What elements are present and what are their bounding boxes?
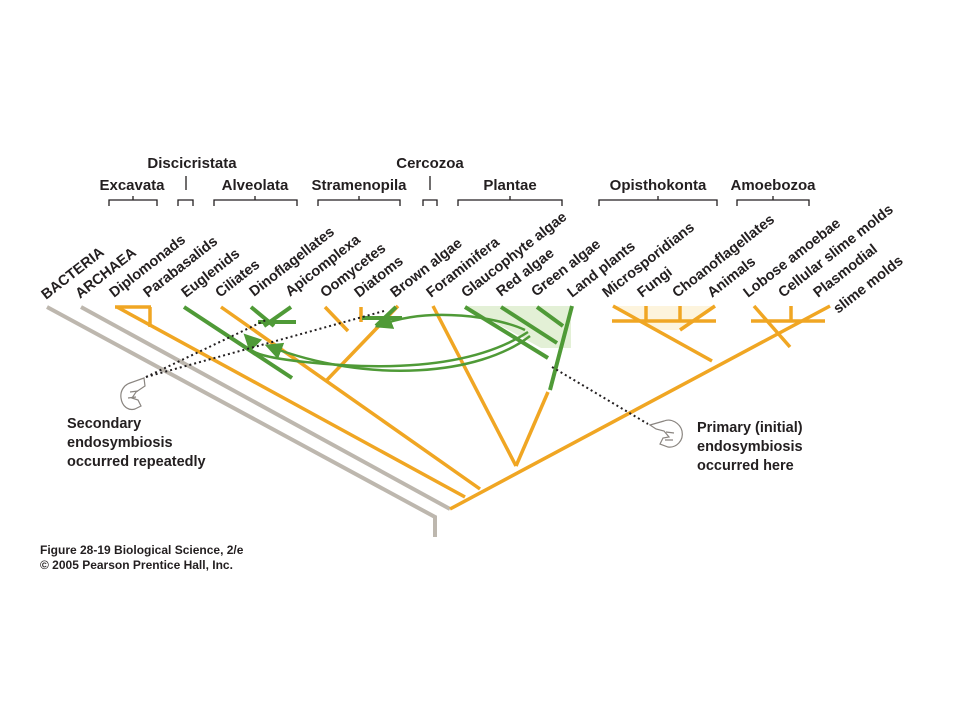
group-label-discicristata: Discicristata <box>147 155 237 172</box>
euglenid-branch <box>182 305 294 380</box>
plantae-stem <box>514 391 550 467</box>
orange-lineages <box>115 304 831 511</box>
figure-caption: Figure 28-19 Biological Science, 2/e © 2… <box>40 543 244 572</box>
pointer-lines <box>145 310 649 425</box>
endosymbiosis-arrows <box>243 312 531 372</box>
bracket-discicristata <box>177 199 194 206</box>
oomycete-branch <box>323 305 350 333</box>
foraminifera-branch <box>431 305 518 467</box>
group-label-cercozoa: Cercozoa <box>396 155 464 172</box>
bracket-alveolata <box>213 196 298 206</box>
bracket-plantae <box>457 196 563 206</box>
pointer-line-secondary-1 <box>145 319 267 378</box>
glaucophyte-branch <box>463 305 550 360</box>
caption-line1: Figure 28-19 Biological Science, 2/e <box>40 543 244 557</box>
pointer-line-secondary-2 <box>145 310 385 378</box>
group-label-opisthokonta: Opisthokonta <box>610 177 707 194</box>
amoebozoa-branch <box>752 304 792 349</box>
note-primary-line2: endosymbiosis <box>697 439 803 455</box>
pointing-hand-icon <box>120 377 146 411</box>
green-algae-branch <box>535 305 565 328</box>
red-algae-branch <box>499 305 559 345</box>
diplomonad-branch <box>116 305 466 499</box>
ciliate-branch <box>219 305 482 491</box>
primary-endosymbiosis-note: Primary (initial) endosymbiosis occurred… <box>697 420 803 474</box>
note-primary-line1: Primary (initial) <box>697 420 803 436</box>
taxon-labels: BACTERIA ARCHAEA Diplomonads Parabasalid… <box>39 202 907 317</box>
note-secondary-line1: Secondary <box>67 416 141 432</box>
opisthokonta-fill <box>615 306 715 330</box>
group-brackets <box>108 176 810 206</box>
group-label-alveolata: Alveolata <box>222 177 289 194</box>
bracket-stramenopila <box>317 196 401 206</box>
bracket-excavata <box>108 196 158 206</box>
group-labels: Discicristata Excavata Alveolata Stramen… <box>99 155 816 194</box>
group-label-excavata: Excavata <box>99 177 165 194</box>
group-label-stramenopila: Stramenopila <box>311 177 407 194</box>
pointing-hand-icon <box>648 419 683 448</box>
bacteria-branch <box>46 305 437 537</box>
arrow-to-heterokonts <box>374 312 526 332</box>
plantae-green-stem <box>548 305 574 391</box>
caption-line2: © 2005 Pearson Prentice Hall, Inc. <box>40 558 233 572</box>
eukaryote-trunk <box>449 304 831 511</box>
animal-branch <box>679 304 716 332</box>
green-lineages <box>182 305 574 391</box>
arrow-to-alveolates <box>264 335 531 372</box>
bracket-amoebozoa <box>736 196 810 206</box>
bracket-cercozoa <box>422 199 438 206</box>
arrow-to-euglenids <box>243 330 529 368</box>
group-label-plantae: Plantae <box>483 177 536 194</box>
archaea-branch <box>80 305 451 511</box>
note-secondary-line3: occurred repeatedly <box>67 454 206 470</box>
group-label-amoebozoa: Amoebozoa <box>730 177 816 194</box>
note-primary-line3: occurred here <box>697 458 794 474</box>
gray-lineages <box>46 305 451 537</box>
note-secondary-line2: endosymbiosis <box>67 435 173 451</box>
pointer-line-primary <box>551 366 649 425</box>
microsporidian-branch <box>612 304 713 363</box>
secondary-endosymbiosis-note: Secondary endosymbiosis occurred repeate… <box>67 416 206 470</box>
bracket-opisthokonta <box>598 196 718 206</box>
